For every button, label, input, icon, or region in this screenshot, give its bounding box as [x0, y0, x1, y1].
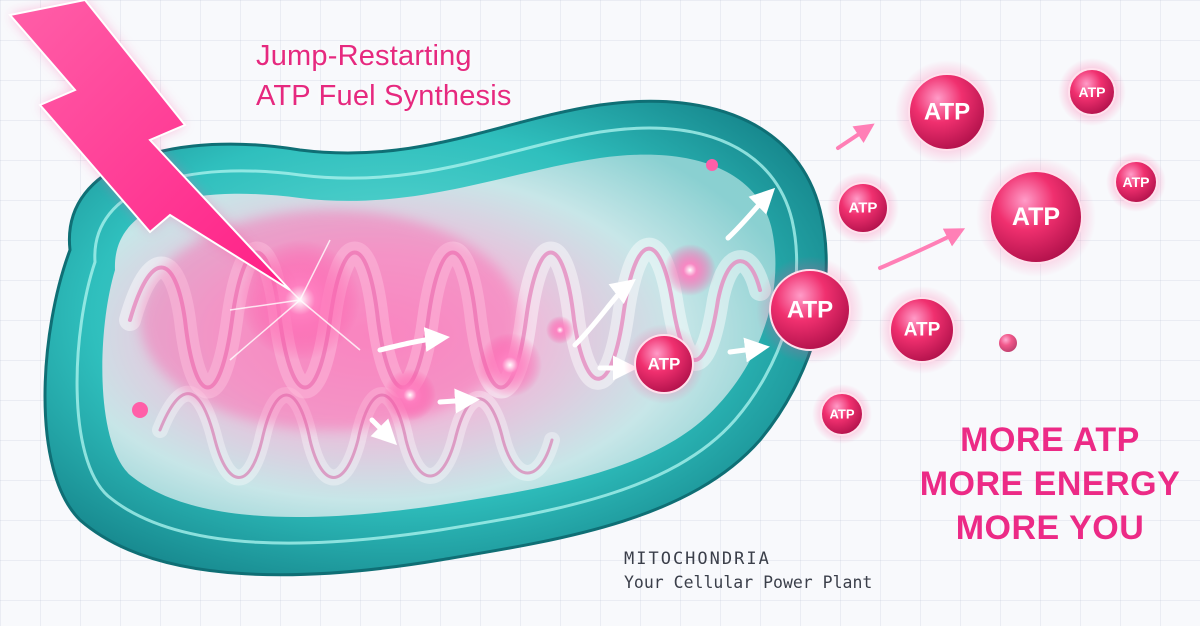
svg-text:ATP: ATP [904, 320, 941, 341]
lightning-bolt-icon [8, 0, 291, 291]
atp-molecule-icon: ATP [1058, 58, 1126, 126]
atp-molecule-icon: ATP [624, 324, 704, 404]
slogan: MORE ATP MORE ENERGY MORE YOU [900, 418, 1200, 550]
arrow-icon [836, 123, 875, 150]
arrow-icon [572, 278, 636, 348]
arrow-icon [377, 327, 450, 353]
caption-subtitle: Your Cellular Power Plant [624, 573, 873, 592]
svg-text:ATP: ATP [1079, 84, 1106, 100]
atp-molecule-icon: ATP [895, 60, 999, 164]
energy-particle [999, 334, 1017, 352]
arrow-icon [725, 187, 776, 241]
atp-molecule-icon: ATP [1106, 152, 1166, 212]
atp-molecule-icon: ATP [812, 384, 872, 444]
atp-molecules: ATP ATP ATP ATP ATP [624, 58, 1166, 444]
arrow-icon [369, 417, 398, 446]
svg-text:ATP: ATP [849, 200, 878, 217]
atp-molecule-icon: ATP [827, 172, 899, 244]
atp-molecule-icon: ATP [976, 157, 1096, 277]
headline: Jump-Restarting ATP Fuel Synthesis [256, 36, 512, 116]
energy-flow-arrows [369, 187, 776, 446]
headline-line-1: Jump-Restarting [256, 40, 472, 72]
caption: MITOCHONDRIA Your Cellular Power Plant [624, 547, 872, 595]
slogan-line-3: MORE YOU [955, 509, 1145, 547]
svg-text:ATP: ATP [829, 407, 854, 422]
svg-text:ATP: ATP [648, 355, 681, 374]
headline-line-2: ATP Fuel Synthesis [256, 80, 512, 112]
slogan-line-2: MORE ENERGY [919, 465, 1181, 503]
svg-text:ATP: ATP [1123, 174, 1150, 190]
svg-text:ATP: ATP [1012, 203, 1060, 231]
svg-text:ATP: ATP [924, 99, 970, 126]
atp-molecule-icon: ATP [756, 256, 864, 364]
arrow-icon [727, 337, 770, 363]
arrow-icon [437, 388, 480, 414]
release-arrows [836, 123, 966, 270]
slogan-line-1: MORE ATP [960, 421, 1140, 459]
arrow-icon [878, 228, 966, 270]
energy-glow [132, 159, 718, 430]
svg-text:ATP: ATP [787, 297, 833, 324]
atp-molecule-icon: ATP [878, 286, 966, 374]
caption-title: MITOCHONDRIA [624, 549, 771, 569]
